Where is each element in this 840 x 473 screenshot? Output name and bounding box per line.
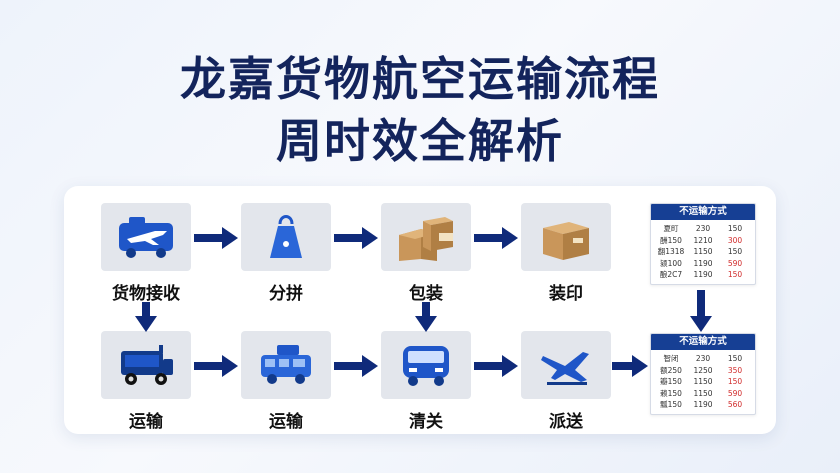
arrow-right-icon [334,227,378,249]
tile [101,331,191,399]
cell: 150 [727,224,743,233]
cell: 350 [727,365,743,375]
cell: 额250 [660,365,682,375]
node-labeling: 装印 [521,203,611,304]
node-transport-2: 运输 [241,331,331,432]
cell: 1190 [693,258,713,268]
node-label: 运输 [269,412,303,432]
cell: 150 [727,354,743,363]
cell: 1250 [693,365,713,375]
node-cargo-receive: 货物接收 [101,203,191,304]
cell: 1190 [693,270,713,279]
cell: 酿2C7 [659,270,683,279]
arrow-right-icon [194,227,238,249]
node-packing: 包装 [381,203,471,304]
table-header: 不运输方式 [651,204,755,220]
table-row: 赖150 1150 590 [651,388,755,400]
table-row: 酿2C7 1190 150 [651,269,755,281]
arrow-right-icon [334,355,378,377]
cell: 夏町 [663,224,679,233]
node-sorting: 分拼 [241,203,331,304]
tile [521,203,611,271]
cell: 瓢150 [660,400,682,409]
node-label: 清关 [409,412,443,432]
tile [241,331,331,399]
tile [381,203,471,271]
cell: 翻1318 [657,247,685,256]
cell: 230 [695,224,711,233]
cell: 590 [727,388,743,398]
table-row: 额250 1250 350 [651,365,755,377]
tile [241,203,331,271]
table-row: 颍100 1190 590 [651,258,755,270]
cell: 560 [727,400,743,409]
boxes-icon [399,217,453,261]
transport-table-1: 不运输方式 夏町 230 150 酬150 1210 300 翻1318 1150 150 … [650,203,756,285]
table-row: 翻1318 1150 150 [651,246,755,258]
table-body: 夏町 230 150 酬150 1210 300 翻1318 1150 150 颍100 11… [651,220,755,284]
cell: 150 [727,270,743,279]
cell: 智闭 [663,354,679,363]
table-row: 酬150 1210 300 [651,235,755,247]
airplane-cargo-icon [119,217,173,258]
node-customs: 清关 [381,331,471,432]
cell: 颍100 [660,258,682,268]
tile [521,331,611,399]
tag-bag-icon [270,215,302,258]
arrow-right-icon [474,355,518,377]
table-row: 瓢150 1190 560 [651,399,755,411]
tile [101,203,191,271]
cell: 230 [695,354,711,363]
table-row: 夏町 230 150 [651,223,755,235]
cell: 1150 [693,247,713,256]
transport-table-2: 不运输方式 智闭 230 150 额250 1250 350 瓣150 1150 150 赖… [650,333,756,415]
cell: 1210 [693,235,713,245]
cargo-truck-icon [121,345,173,385]
table-body: 智闭 230 150 额250 1250 350 瓣150 1150 150 赖150 115… [651,350,755,414]
cell: 1150 [693,388,713,398]
cell: 590 [727,258,743,268]
cell: 赖150 [660,388,682,398]
delivery-van-icon [261,345,311,384]
cell: 150 [727,247,743,256]
arrow-right-icon [612,355,648,377]
cell: 150 [727,377,743,386]
table-header: 不运输方式 [651,334,755,350]
node-label: 运输 [129,412,163,432]
cell: 1190 [693,400,713,409]
arrow-down-icon [690,290,712,332]
node-label: 派送 [549,412,583,432]
node-label: 货物接收 [112,284,180,304]
node-label: 包装 [409,284,443,304]
arrow-down-icon [415,302,437,332]
cell: 酬150 [660,235,682,245]
node-label: 装印 [549,284,583,304]
arrow-right-icon [194,355,238,377]
arrow-right-icon [474,227,518,249]
node-delivery: 派送 [521,331,611,432]
bus-icon [403,346,449,386]
cell: 瓣150 [660,377,682,386]
table-row: 瓣150 1150 150 [651,376,755,388]
cell: 1150 [693,377,713,386]
plane-landing-icon [541,352,589,385]
table-row: 智闭 230 150 [651,353,755,365]
node-label: 分拼 [269,284,303,304]
cell: 300 [727,235,743,245]
title-line-1: 龙嘉货物航空运输流程 [180,52,660,106]
node-transport-1: 运输 [101,331,191,432]
arrow-down-icon [135,302,157,332]
box-icon [543,222,589,260]
tile [381,331,471,399]
title-line-2: 周时效全解析 [276,114,564,168]
